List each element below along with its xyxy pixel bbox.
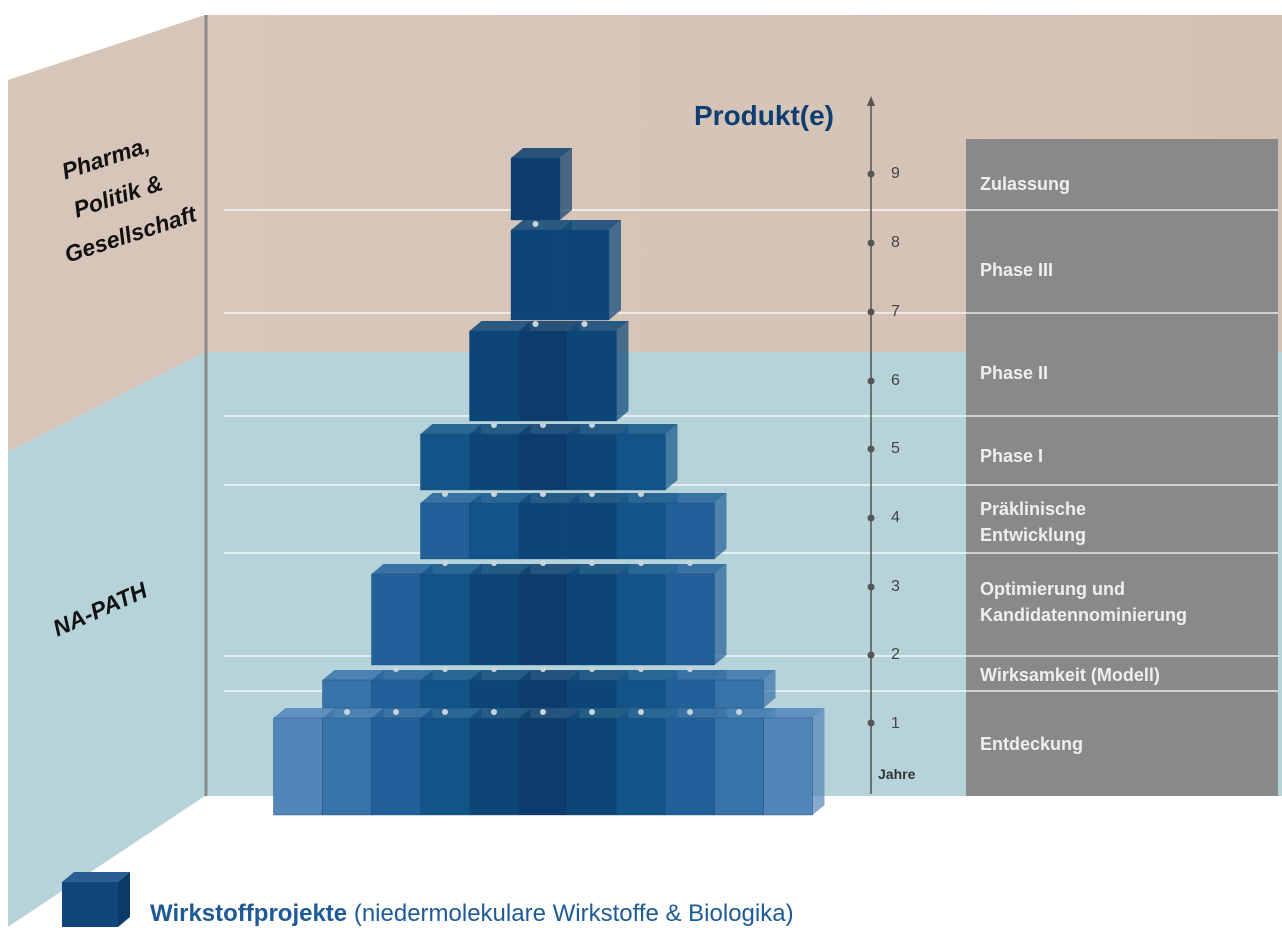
x-unit-label: Jahre xyxy=(878,766,916,782)
year-tick-label: 5 xyxy=(891,440,900,457)
year-tick-label: 8 xyxy=(891,234,900,251)
year-tick-dot xyxy=(867,377,875,385)
project-block xyxy=(665,564,727,672)
project-block xyxy=(665,493,727,566)
phase-label-efficacy: Wirksamkeit (Modell) xyxy=(980,665,1160,685)
legend-title: Wirkstoffprojekte xyxy=(150,900,348,927)
year-tick-dot xyxy=(867,239,875,247)
legend-cube-icon xyxy=(62,872,130,927)
project-block xyxy=(567,321,629,428)
year-tick-dot xyxy=(867,651,875,659)
project-block xyxy=(714,670,776,715)
project-block xyxy=(510,148,572,227)
year-tick-label: 1 xyxy=(891,715,900,732)
year-tick-dots xyxy=(867,170,875,727)
year-tick-dot xyxy=(867,308,875,316)
year-tick-label: 2 xyxy=(891,646,900,663)
year-tick-label: 7 xyxy=(891,303,900,320)
year-tick-dot xyxy=(867,514,875,522)
floor xyxy=(8,796,1282,927)
year-tick-label: 6 xyxy=(891,372,900,389)
legend: Wirkstoffprojekte (niedermolekulare Wirk… xyxy=(60,870,1280,927)
legend-description: (niedermolekulare Wirkstoffe & Biologika… xyxy=(347,900,794,927)
phase-panel xyxy=(966,139,1278,796)
phase-label-zulassung: Zulassung xyxy=(980,174,1071,194)
left-wall-upper xyxy=(8,15,205,452)
project-block xyxy=(469,424,531,497)
phase-label-phase-1: Phase I xyxy=(980,446,1044,466)
year-tick-dot xyxy=(867,445,875,453)
year-tick-dot xyxy=(867,583,875,591)
project-block xyxy=(510,220,572,327)
project-block xyxy=(420,493,482,566)
project-blocks xyxy=(273,148,825,816)
year-tick-dot xyxy=(867,719,875,727)
phase-label-optimization: Optimierung und Kandidatennominierung xyxy=(980,579,1187,625)
legend-text: Wirkstoffprojekte (niedermolekulare Wirk… xyxy=(150,900,794,928)
left-wall-lower xyxy=(8,352,205,927)
year-tick-label: 9 xyxy=(891,165,900,182)
project-block xyxy=(616,424,678,497)
phase-label-preclinical: Präklinische Entwicklung xyxy=(980,499,1087,545)
project-block xyxy=(559,220,621,327)
phase-label-discovery: Entdeckung xyxy=(980,734,1084,754)
project-block xyxy=(420,670,482,715)
phase-label-phase-3: Phase III xyxy=(980,260,1054,280)
y-axis-title: Produkt(e) xyxy=(694,100,834,131)
year-tick-dot xyxy=(867,170,875,178)
y-axis-arrow-icon xyxy=(867,96,875,106)
year-tick-label: 3 xyxy=(891,578,900,595)
year-tick-label: 4 xyxy=(891,509,900,526)
project-block xyxy=(763,708,825,816)
phase-label-phase-2: Phase II xyxy=(980,363,1049,383)
